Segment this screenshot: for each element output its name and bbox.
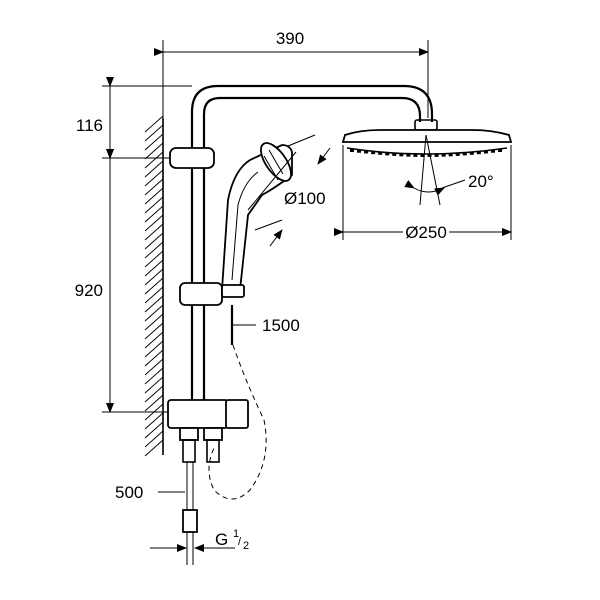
wall-hatch-line (144, 376, 164, 394)
wall-hatch-line (144, 142, 164, 160)
dim-hand-shower: Ø100 (247, 134, 331, 247)
wall-hatch-line (144, 205, 164, 223)
dim-head-label: Ø250 (405, 223, 447, 242)
wall-hatch-line (144, 394, 164, 412)
dim-thread-prefix: G (215, 530, 228, 549)
wall-hatch-line (144, 232, 164, 250)
wall-hatch-line (144, 277, 164, 295)
wall-hatch-line (144, 313, 164, 331)
nozzle (371, 151, 376, 155)
dim-hose-label: 1500 (262, 316, 300, 335)
wall-hatch-line (144, 340, 164, 358)
nozzle (483, 150, 488, 154)
dim-tilt-label: 20° (468, 172, 494, 191)
nozzle (476, 151, 481, 155)
wall-hatch-line (144, 322, 164, 340)
wall-hatch-line (144, 151, 164, 169)
wall-hatch-line (144, 295, 164, 313)
nozzle (448, 153, 453, 157)
nozzle (385, 152, 390, 156)
wall-hatch-line (144, 178, 164, 196)
dim-head-height-label: 116 (76, 116, 103, 135)
nozzle (462, 152, 467, 156)
dim-width-top-label: 390 (276, 29, 304, 48)
nozzle (357, 149, 362, 153)
wall-hatch-line (144, 358, 164, 376)
wall-hatch-line (144, 187, 164, 205)
wall (144, 115, 164, 457)
wall-hatch-line (144, 223, 164, 241)
dim-hose: 1500 (232, 316, 300, 335)
wall-hatch-line (144, 214, 164, 232)
nozzle (399, 153, 404, 157)
wall-hatch-line (144, 349, 164, 367)
head-nozzles (350, 149, 502, 157)
wall-hatch-line (144, 367, 164, 385)
wall-hatch-line (144, 196, 164, 214)
nozzle (392, 152, 397, 156)
wall-hatch-line (144, 412, 164, 430)
dim-thread-numerator: 1 (233, 528, 239, 540)
wall-hatch-line (144, 430, 164, 448)
wall-hatch-line (144, 421, 164, 439)
wall-hatch-line (144, 439, 164, 457)
nozzle (498, 149, 502, 152)
dim-connection: 500 (115, 483, 185, 502)
nozzle (455, 152, 460, 156)
wall-hatch-line (144, 115, 164, 133)
hand-shower (221, 142, 293, 298)
nozzle (413, 153, 418, 157)
nozzle (427, 153, 432, 157)
dim-thread-slash: / (238, 536, 242, 548)
wall-hatch-line (144, 133, 164, 151)
dim-thread-denominator: 2 (243, 540, 249, 552)
wall-hatch-line (144, 268, 164, 286)
wall-hatch-line (144, 286, 164, 304)
shower-arm (190, 84, 434, 150)
nozzle (350, 149, 354, 152)
wall-hatch-line (144, 241, 164, 259)
dim-rail-height-label: 920 (75, 281, 103, 300)
nozzle (434, 153, 439, 157)
slide-rail (169, 147, 223, 400)
dim-head: Ø250 (334, 145, 512, 245)
tilt-angle-marker (404, 134, 466, 206)
head-shower (341, 119, 513, 157)
supply-pipe (182, 462, 198, 565)
dim-width-top: 390 (154, 29, 429, 118)
nozzle (420, 153, 425, 157)
nozzle (364, 150, 369, 154)
dim-heights: 116 920 (75, 77, 192, 413)
dim-hand-shower-label: Ø100 (284, 189, 326, 208)
wall-hatch-line (144, 259, 164, 277)
thermostat-body (167, 399, 249, 463)
wall-hatch-line (144, 304, 164, 322)
nozzle (378, 151, 383, 155)
dim-connection-label: 500 (115, 483, 143, 502)
nozzle (469, 151, 474, 155)
nozzle (490, 149, 495, 153)
wall-hatch-line (144, 169, 164, 187)
wall-hatch-line (144, 250, 164, 268)
wall-hatch-line (144, 124, 164, 142)
wall-hatch-line (144, 160, 164, 178)
dim-thread: G 1 / 2 (150, 528, 249, 552)
wall-hatch-line (144, 331, 164, 349)
nozzle (441, 153, 446, 157)
nozzle (406, 153, 411, 157)
wall-hatch-line (144, 385, 164, 403)
